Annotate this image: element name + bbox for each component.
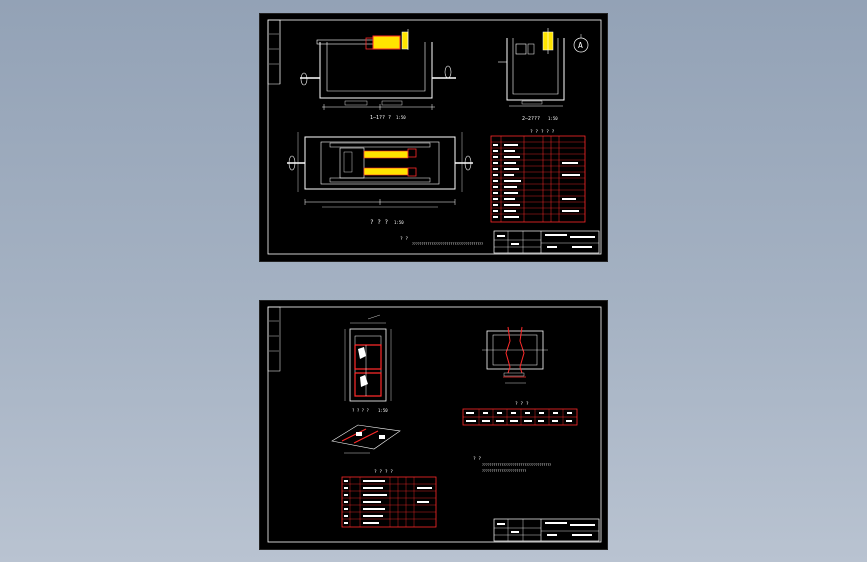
section-1-scale: 1:50	[396, 115, 406, 120]
notes-line-bottom-1: ????????????????????????????????????	[482, 463, 551, 467]
drawing-sheet-bottom[interactable]: ? ? ? ? 1:50 ? ? ?	[259, 300, 608, 550]
pipe-detail	[482, 326, 548, 384]
table2-title: ? ? ? ?	[374, 469, 393, 475]
detail-scale: 1:50	[378, 408, 388, 413]
spec-table: ? ? ?	[462, 401, 578, 426]
plan-scale: 1:50	[394, 220, 404, 225]
drawing-sheet-top[interactable]: 1—1?? ? 1:50 2—2??? 1:50 A	[259, 13, 608, 262]
plan-view: ? ? ? 1:50	[287, 132, 473, 226]
cad-drawing-bottom: ? ? ? ? 1:50 ? ? ?	[267, 306, 602, 543]
section-1-1: 1—1?? ? 1:50	[300, 29, 456, 121]
notes-title-top: ? ?	[400, 236, 408, 242]
detail-label: ? ? ? ?	[352, 408, 369, 413]
section-2-scale: 1:50	[548, 116, 558, 121]
table1-title: ? ? ?	[515, 401, 529, 407]
cad-drawing-top: 1—1?? ? 1:50 2—2??? 1:50 A	[267, 19, 602, 255]
table-title-top: ? ? ? ? ?	[530, 129, 555, 135]
section-1-label: 1—1?? ?	[370, 115, 391, 121]
detail-elevation: ? ? ? ? 1:50	[344, 314, 392, 413]
materials-table-top: ? ? ? ? ?	[490, 129, 586, 223]
materials-table-bottom: ? ? ? ?	[341, 469, 437, 528]
notes-line-top: ?????????????????????????????????????	[412, 242, 483, 246]
notes-title-bottom: ? ?	[473, 456, 481, 462]
title-block-top	[493, 230, 600, 254]
plan-label: ? ? ?	[370, 219, 388, 226]
isometric-sketch	[331, 424, 401, 454]
section-2-label: 2—2???	[522, 116, 540, 122]
section-2-2: 2—2??? 1:50 A	[498, 28, 589, 122]
north-marker: A	[578, 41, 583, 50]
title-block-bottom	[493, 518, 600, 542]
notes-line-bottom-2: ???????????????????????	[482, 469, 526, 473]
